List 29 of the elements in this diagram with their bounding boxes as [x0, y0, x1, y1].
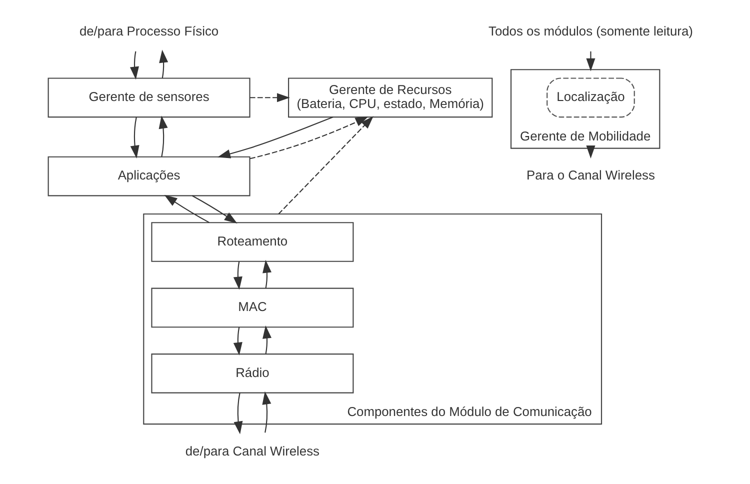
node-box: Roteamento: [151, 222, 354, 262]
arrow: [233, 327, 242, 356]
node-box: Gerente de sensores: [48, 78, 250, 118]
arrow: [586, 146, 596, 158]
node-box: Localização: [546, 78, 635, 118]
arrow: [262, 391, 272, 433]
arrow: [164, 194, 210, 224]
node-box: Rádio: [151, 354, 354, 394]
arrow: [192, 195, 238, 224]
arrow: [158, 116, 168, 157]
arrow: [250, 116, 368, 160]
node-text: de/para Canal Wireless: [185, 443, 320, 458]
arrow: [262, 260, 272, 288]
arrow: [262, 326, 272, 354]
arrow: [217, 116, 334, 158]
node-text: Todos os módulos (somente leitura): [488, 23, 693, 38]
arrow: [130, 51, 139, 80]
arrow: [233, 261, 242, 290]
node-text: Para o Canal Wireless: [526, 168, 655, 183]
arrow: [250, 93, 290, 102]
arrow: [586, 51, 596, 72]
arrow: [278, 116, 374, 214]
node-box: Aplicações: [48, 156, 250, 196]
arrow: [234, 392, 243, 434]
node-box: MAC: [151, 288, 354, 328]
node-text: de/para Processo Físico: [79, 23, 219, 38]
arrow: [159, 50, 168, 78]
node-box: Gerente de Recursos (Bateria, CPU, estado, Memória): [288, 78, 493, 118]
arrow: [130, 117, 140, 158]
